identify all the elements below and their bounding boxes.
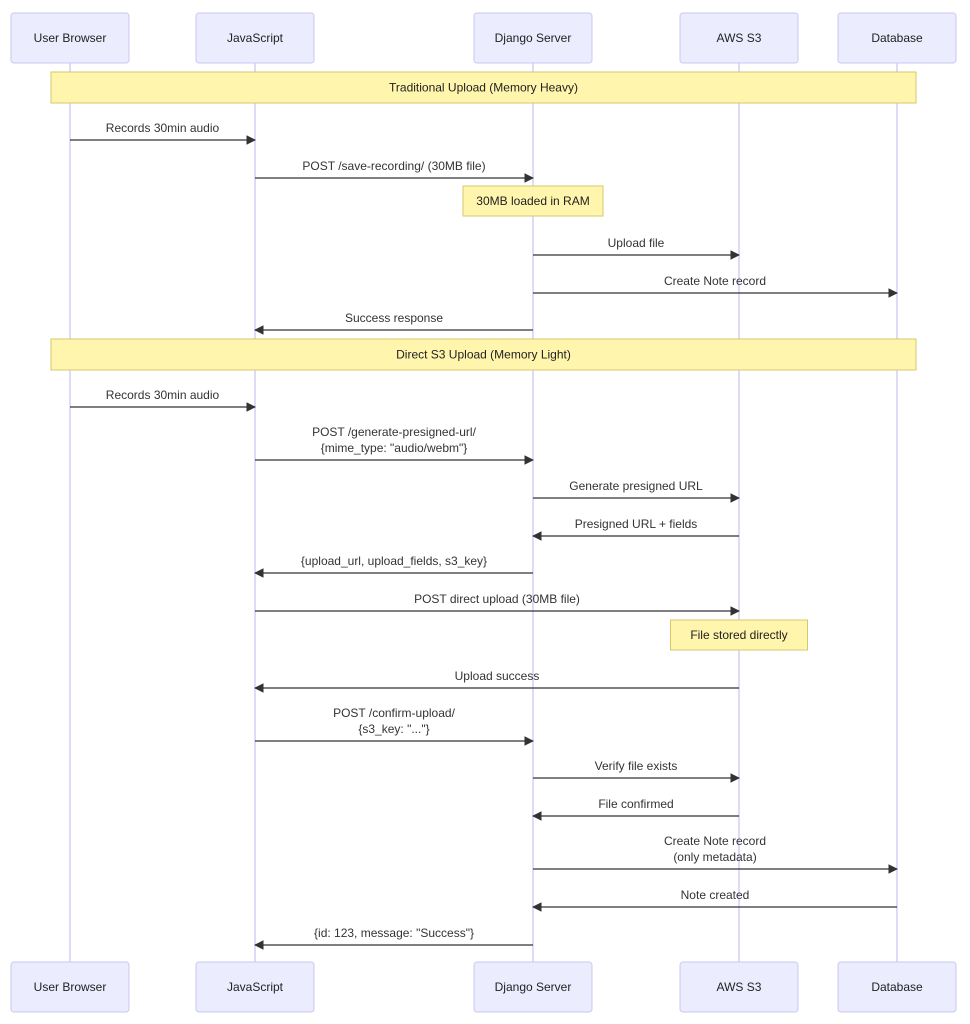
participant-label: Django Server [495, 980, 572, 994]
participant-label: AWS S3 [717, 31, 762, 45]
participant-label: AWS S3 [717, 980, 762, 994]
participant-js-top[interactable]: JavaScript [195, 12, 315, 64]
participant-label: JavaScript [227, 980, 284, 994]
message-label: Verify file exists [595, 759, 678, 773]
participant-s3-top[interactable]: AWS S3 [679, 12, 799, 64]
message-browser-to-js[interactable]: Records 30min audio [70, 121, 256, 145]
message-js-to-s3[interactable]: POST direct upload (30MB file) [255, 592, 740, 616]
participant-label: Database [871, 31, 923, 45]
message-s3-to-js[interactable]: Upload success [254, 669, 739, 693]
message-django-to-s3[interactable]: Generate presigned URL [533, 479, 740, 503]
message-label: {upload_url, upload_fields, s3_key} [301, 554, 487, 568]
message-label: POST /save-recording/ (30MB file) [302, 159, 485, 173]
message-js-to-django[interactable]: POST /save-recording/ (30MB file) [255, 159, 534, 183]
section-note-label: Traditional Upload (Memory Heavy) [389, 81, 578, 95]
participant-browser-top[interactable]: User Browser [10, 12, 130, 64]
section-note-direct: Direct S3 Upload (Memory Light) [50, 338, 917, 371]
participant-box [679, 12, 799, 64]
message-label: POST /generate-presigned-url/ [312, 425, 477, 439]
message-label: (only metadata) [673, 850, 756, 864]
message-js-to-django[interactable]: POST /generate-presigned-url/ {mime_type:… [255, 425, 534, 465]
participant-django-top[interactable]: Django Server [473, 12, 593, 64]
message-label: POST /confirm-upload/ [333, 706, 455, 720]
note-box [462, 185, 604, 217]
participant-box [837, 12, 957, 64]
message-django-to-db[interactable]: Create Note record (only metadata) [533, 834, 898, 874]
message-label: POST direct upload (30MB file) [414, 592, 580, 606]
participant-box [195, 961, 315, 1013]
participant-browser-bottom[interactable]: User Browser [10, 961, 130, 1013]
note-label: File stored directly [690, 628, 787, 642]
participant-label: JavaScript [227, 31, 284, 45]
message-label: Create Note record [664, 274, 766, 288]
message-browser-to-js[interactable]: Records 30min audio [70, 388, 256, 412]
message-label: Create Note record [664, 834, 766, 848]
message-django-to-js[interactable]: {upload_url, upload_fields, s3_key} [254, 554, 533, 578]
message-s3-to-django[interactable]: Presigned URL + fields [532, 517, 739, 541]
message-label: File confirmed [598, 797, 673, 811]
participant-box [473, 12, 593, 64]
message-label: Records 30min audio [106, 388, 220, 402]
message-django-to-db[interactable]: Create Note record [533, 274, 898, 298]
participant-label: User Browser [34, 980, 107, 994]
participant-django-bottom[interactable]: Django Server [473, 961, 593, 1013]
participant-db-top[interactable]: Database [837, 12, 957, 64]
message-label: {s3_key: "..."} [358, 722, 429, 736]
section-note-box [50, 71, 917, 104]
section-note-traditional: Traditional Upload (Memory Heavy) [50, 71, 917, 104]
note-box [670, 619, 808, 651]
message-label: Upload file [608, 236, 665, 250]
participant-s3-bottom[interactable]: AWS S3 [679, 961, 799, 1013]
participant-label: User Browser [34, 31, 107, 45]
message-js-to-django[interactable]: POST /confirm-upload/ {s3_key: "..."} [255, 706, 534, 746]
message-label: Upload success [455, 669, 540, 683]
message-django-to-s3[interactable]: Verify file exists [533, 759, 740, 783]
message-label: Success response [345, 311, 443, 325]
participant-box [679, 961, 799, 1013]
participant-box [837, 961, 957, 1013]
participant-label: Django Server [495, 31, 572, 45]
participant-box [473, 961, 593, 1013]
message-label: Records 30min audio [106, 121, 220, 135]
message-django-to-js[interactable]: Success response [254, 311, 533, 335]
note-ram: 30MB loaded in RAM [462, 185, 604, 217]
participant-box [10, 12, 130, 64]
participant-label: Database [871, 980, 923, 994]
participant-db-bottom[interactable]: Database [837, 961, 957, 1013]
message-django-to-js[interactable]: {id: 123, message: "Success"} [254, 926, 533, 950]
participant-box [195, 12, 315, 64]
participant-box [10, 961, 130, 1013]
message-django-to-s3[interactable]: Upload file [533, 236, 740, 260]
message-label: {id: 123, message: "Success"} [314, 926, 474, 940]
section-note-box [50, 338, 917, 371]
message-label: Generate presigned URL [569, 479, 703, 493]
note-stored: File stored directly [670, 619, 808, 651]
message-label: Presigned URL + fields [575, 517, 698, 531]
section-note-label: Direct S3 Upload (Memory Light) [396, 348, 571, 362]
note-label: 30MB loaded in RAM [476, 194, 589, 208]
participant-js-bottom[interactable]: JavaScript [195, 961, 315, 1013]
message-s3-to-django[interactable]: File confirmed [532, 797, 739, 821]
message-label: Note created [681, 888, 750, 902]
message-label: {mime_type: "audio/webm"} [321, 441, 468, 455]
message-db-to-django[interactable]: Note created [532, 888, 897, 912]
